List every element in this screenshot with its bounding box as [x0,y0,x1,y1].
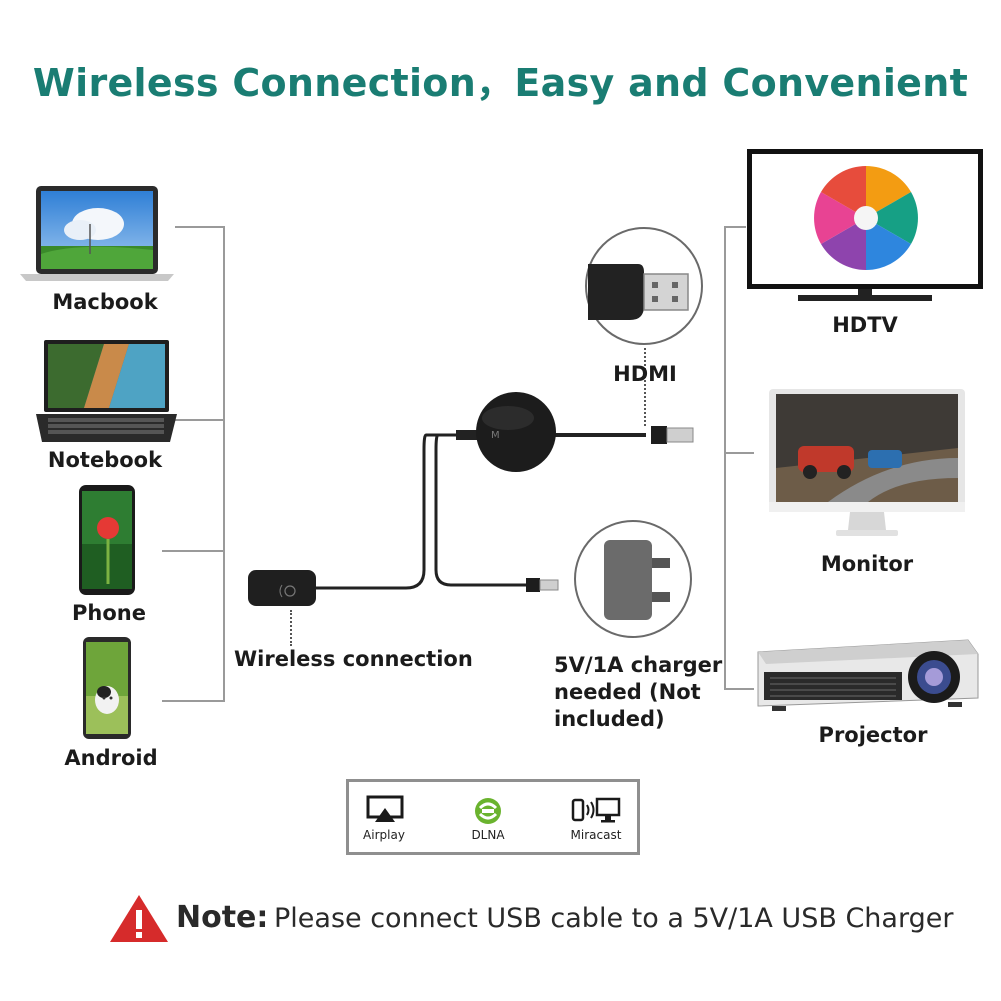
connector-line [175,226,225,228]
connector-line [162,700,225,702]
protocol-label-miracast: Miracast [570,828,622,842]
note-text: Please connect USB cable to a 5V/1A USB … [274,903,954,934]
source-label-android: Android [64,746,158,770]
connector-line [724,226,746,228]
dongle-diagram: M [248,392,694,606]
note-title: Note: [176,900,269,935]
projector-image [757,639,979,711]
charger-image [574,520,692,638]
page-title: Wireless Connection，Easy and Convenient [32,61,969,105]
source-label-phone: Phone [72,601,146,625]
hdmi-callout [585,227,703,345]
android-image [83,637,131,739]
warning-icon [110,895,168,942]
output-label-hdtv: HDTV [832,313,898,337]
phone-image [79,485,135,595]
charger-note: 5V/1A charger needed (Not included) [554,652,722,733]
protocol-label-dlna: DLNA [471,828,505,842]
pointer-line [290,610,292,646]
protocol-box: Airplay DLNA Miracast [346,779,640,855]
notebook-image [36,340,177,442]
miracast-icon [571,797,621,823]
hdmi-label: HDMI [613,362,677,386]
pointer-line [644,348,646,426]
charger-note-line-1: 5V/1A charger [554,653,723,677]
connector-line [724,688,754,690]
connector-line [162,550,225,552]
note-bar: Note: Please connect USB cable to a 5V/1… [108,892,953,952]
source-label-notebook: Notebook [47,448,163,472]
charger-note-line-2: needed (Not [554,680,701,704]
output-label-monitor: Monitor [820,552,914,576]
source-label-macbook: Macbook [52,290,158,314]
airplay-icon [366,795,404,822]
connector-line [175,419,225,421]
protocol-label-airplay: Airplay [363,828,405,842]
monitor-image [769,389,965,536]
macbook-image [20,186,174,281]
wireless-connection-label: Wireless connection [234,647,473,671]
output-label-projector: Projector [818,723,928,747]
connector-line [223,226,225,702]
connector-line [724,226,726,690]
svg-text:M: M [491,430,500,441]
hdtv-image [747,149,983,301]
charger-note-line-3: included) [554,707,665,731]
connector-line [724,452,754,454]
dlna-icon [475,798,501,824]
